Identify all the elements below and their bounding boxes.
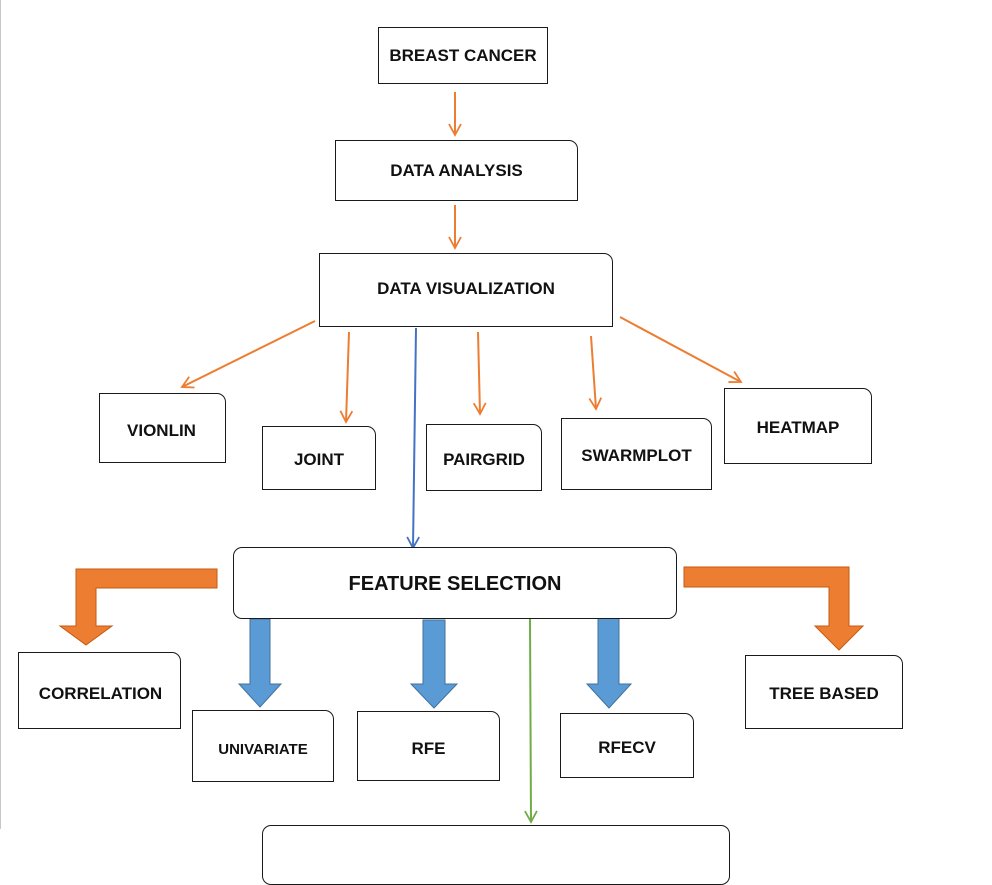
node-joint: JOINT — [262, 426, 376, 490]
node-univariate-label: UNIVARIATE — [218, 740, 308, 758]
node-tree-based-label: TREE BASED — [769, 684, 879, 703]
node-data-analysis: DATA ANALYSIS — [335, 140, 578, 201]
node-univariate: UNIVARIATE — [192, 710, 334, 782]
node-correlation-label: CORRELATION — [38, 683, 163, 703]
node-rfe-label: RFE — [411, 739, 446, 758]
block-arrow-to-rfe — [409, 619, 459, 709]
node-rfe: RFE — [357, 711, 500, 781]
node-feature-selection-label: FEATURE SELECTION — [348, 572, 562, 595]
node-vionlin: VIONLIN — [99, 393, 226, 463]
node-breast-cancer: BREAST CANCER — [378, 27, 548, 84]
bent-arrow-to-tree-based — [683, 566, 865, 651]
node-feature-selection: FEATURE SELECTION — [233, 547, 677, 619]
arrow-to-next-step — [524, 618, 538, 824]
node-data-visualization: DATA VISUALIZATION — [319, 253, 613, 327]
node-pairgrid-label: PAIRGRID — [443, 449, 525, 469]
node-data-visualization-label: DATA VISUALIZATION — [377, 279, 555, 298]
node-joint-label: JOINT — [293, 450, 345, 469]
arrow-to-pairgrid — [472, 331, 487, 416]
node-tree-based: TREE BASED — [745, 655, 903, 729]
node-correlation: CORRELATION — [18, 652, 181, 729]
node-breast-cancer-label: BREAST CANCER — [389, 45, 537, 65]
node-next-step — [262, 825, 730, 885]
arrow-to-heatmap — [619, 316, 743, 383]
node-swarmplot: SWARMPLOT — [561, 418, 712, 490]
arrow-to-joint — [339, 331, 354, 424]
node-vionlin-label: VIONLIN — [127, 421, 196, 440]
block-arrow-to-univariate — [237, 618, 283, 708]
node-rfecv: RFECV — [560, 713, 694, 778]
arrow-to-vionlin — [180, 320, 316, 389]
bent-arrow-to-correlation — [58, 568, 218, 646]
arrow-to-feature-selection — [406, 327, 420, 550]
node-pairgrid: PAIRGRID — [426, 424, 542, 491]
node-rfecv-label: RFECV — [598, 737, 656, 757]
page-left-edge — [0, 0, 1, 829]
block-arrow-to-rfecv — [585, 617, 633, 709]
arrow-to-swarmplot — [588, 335, 603, 411]
node-swarmplot-label: SWARMPLOT — [581, 446, 692, 465]
node-heatmap: HEATMAP — [724, 388, 872, 464]
node-heatmap-label: HEATMAP — [756, 418, 840, 437]
node-data-analysis-label: DATA ANALYSIS — [390, 160, 523, 180]
flow-connectors — [58, 92, 865, 824]
